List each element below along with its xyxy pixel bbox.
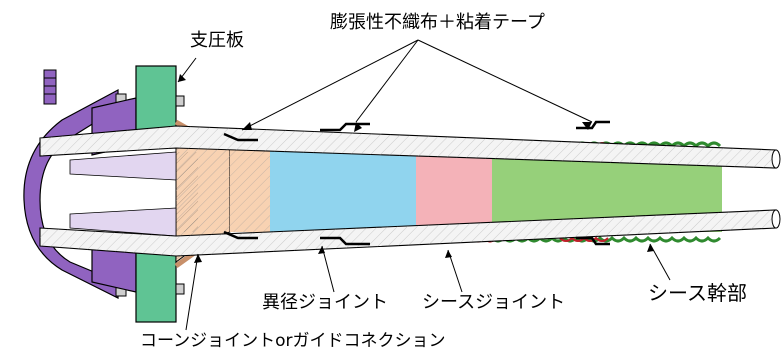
- strand-funnel: [69, 151, 177, 237]
- label-sheath-trunk: シース幹部: [648, 281, 747, 305]
- leader-arrowheads: [178, 74, 654, 263]
- anchor-head: [23, 69, 137, 299]
- guide-inner: [176, 152, 198, 232]
- strand-pipes: [39, 125, 781, 257]
- label-reducer-joint: 異径ジョイント: [262, 292, 388, 313]
- label-tape: 膨張性不織布＋粘着テープ: [330, 12, 545, 33]
- label-cone-joint: コーンジョイントorガイドコネクション: [140, 331, 446, 351]
- label-bearing-plate: 支圧板: [190, 30, 244, 51]
- reducer-joint-body: [230, 141, 416, 243]
- bearing-plate-bottom: [135, 245, 177, 323]
- leader-lines: [177, 39, 671, 331]
- label-sheath-joint: シースジョイント: [422, 292, 565, 313]
- anchor-bolt-top: [43, 69, 57, 105]
